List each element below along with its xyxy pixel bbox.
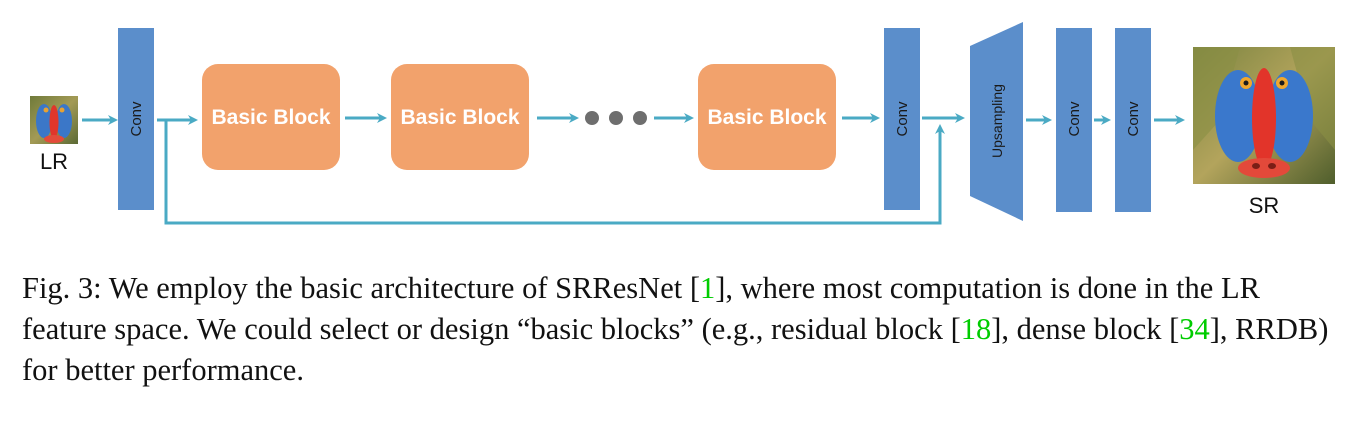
caption-text-4: ], RRDB) for better performance. [22, 312, 1329, 387]
basic-block-3-label: Basic Block [707, 106, 826, 129]
basic-block-1-label: Basic Block [211, 106, 330, 129]
hr-conv-2-label: Conv [1125, 101, 1142, 137]
citation-link-1[interactable]: 1 [700, 271, 716, 305]
ellipsis-dots [585, 111, 647, 125]
sr-output-image [1193, 47, 1335, 184]
citation-link-34[interactable]: 34 [1179, 312, 1210, 346]
trunk-conv-label: Conv [894, 101, 911, 137]
caption-text-2: ], where most computation is done in the… [22, 271, 1260, 346]
lr-label: LR [40, 149, 68, 174]
hr-conv-1-label: Conv [1066, 101, 1083, 137]
citation-link-18[interactable]: 18 [960, 312, 992, 346]
hr-conv-2-layer [1115, 28, 1151, 212]
basic-block-1 [202, 64, 340, 170]
upsampling-layer [970, 22, 1023, 221]
first-conv-layer [118, 28, 154, 210]
caption-text-1: Fig. 3: We employ the basic architecture… [22, 271, 700, 305]
lr-input-image [30, 96, 78, 144]
skip-connection-arrow [164, 120, 945, 225]
hr-conv-1-layer [1056, 28, 1092, 212]
caption-text-3: ], dense block [ [991, 312, 1180, 346]
trunk-conv-layer [884, 28, 920, 210]
sr-label: SR [1249, 193, 1280, 218]
figure-caption: Fig. 3: We employ the basic architecture… [22, 268, 1342, 391]
first-conv-label: Conv [128, 101, 145, 137]
basic-block-3 [698, 64, 836, 170]
basic-block-2 [391, 64, 529, 170]
basic-block-2-label: Basic Block [400, 106, 519, 129]
upsampling-label: Upsampling [989, 84, 1005, 158]
